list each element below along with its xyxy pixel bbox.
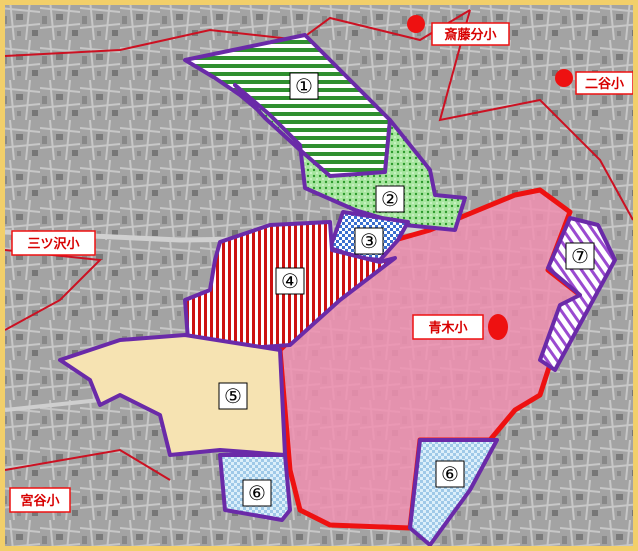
school-aoki[interactable]: 青木小 xyxy=(412,314,508,340)
zone-label-5: ⑤ xyxy=(218,382,248,410)
zone-label-2: ② xyxy=(375,185,405,213)
aoki-district[interactable] xyxy=(277,187,583,531)
zone-label-6-left: ⑥ xyxy=(242,479,272,507)
district-boundary-line xyxy=(5,448,171,481)
svg-text:③: ③ xyxy=(360,229,378,253)
svg-text:⑥: ⑥ xyxy=(441,462,459,486)
district-boundary-line xyxy=(438,9,633,221)
zone-6-right[interactable] xyxy=(408,438,499,546)
svg-text:斎藤分小: 斎藤分小 xyxy=(444,27,496,43)
svg-text:②: ② xyxy=(381,187,399,211)
zone-label-3: ③ xyxy=(354,227,384,255)
school-saitobun[interactable]: 斎藤分小 xyxy=(407,15,510,46)
school-marker-icon xyxy=(555,69,573,87)
zone-label-4: ④ xyxy=(275,267,305,295)
zone-label-6-right: ⑥ xyxy=(435,460,465,488)
major-road xyxy=(5,398,101,412)
district-map: ① ② ③ ④ ⑤ ⑥ ⑥ ⑦ 斎藤分小 二谷小 三ツ沢小 xyxy=(5,5,633,546)
svg-text:宮谷小: 宮谷小 xyxy=(20,493,59,509)
school-mitsuzawa[interactable]: 三ツ沢小 xyxy=(11,230,96,256)
svg-text:三ツ沢小: 三ツ沢小 xyxy=(27,236,79,252)
school-miyaya[interactable]: 宮谷小 xyxy=(9,487,71,513)
svg-text:④: ④ xyxy=(281,269,299,293)
zone-label-1: ① xyxy=(289,72,319,100)
school-marker-icon xyxy=(488,314,508,340)
school-marker-icon xyxy=(407,15,425,33)
svg-text:①: ① xyxy=(295,74,313,98)
zone-5[interactable] xyxy=(58,333,287,457)
svg-text:二谷小: 二谷小 xyxy=(585,76,624,92)
svg-text:青木小: 青木小 xyxy=(428,320,467,336)
zone-label-7: ⑦ xyxy=(565,242,595,270)
zone-2[interactable] xyxy=(233,83,467,232)
svg-text:⑤: ⑤ xyxy=(224,384,242,408)
school-niya[interactable]: 二谷小 xyxy=(555,69,633,95)
zone-7[interactable] xyxy=(538,216,617,372)
svg-text:⑦: ⑦ xyxy=(571,244,589,268)
svg-text:⑥: ⑥ xyxy=(248,481,266,505)
